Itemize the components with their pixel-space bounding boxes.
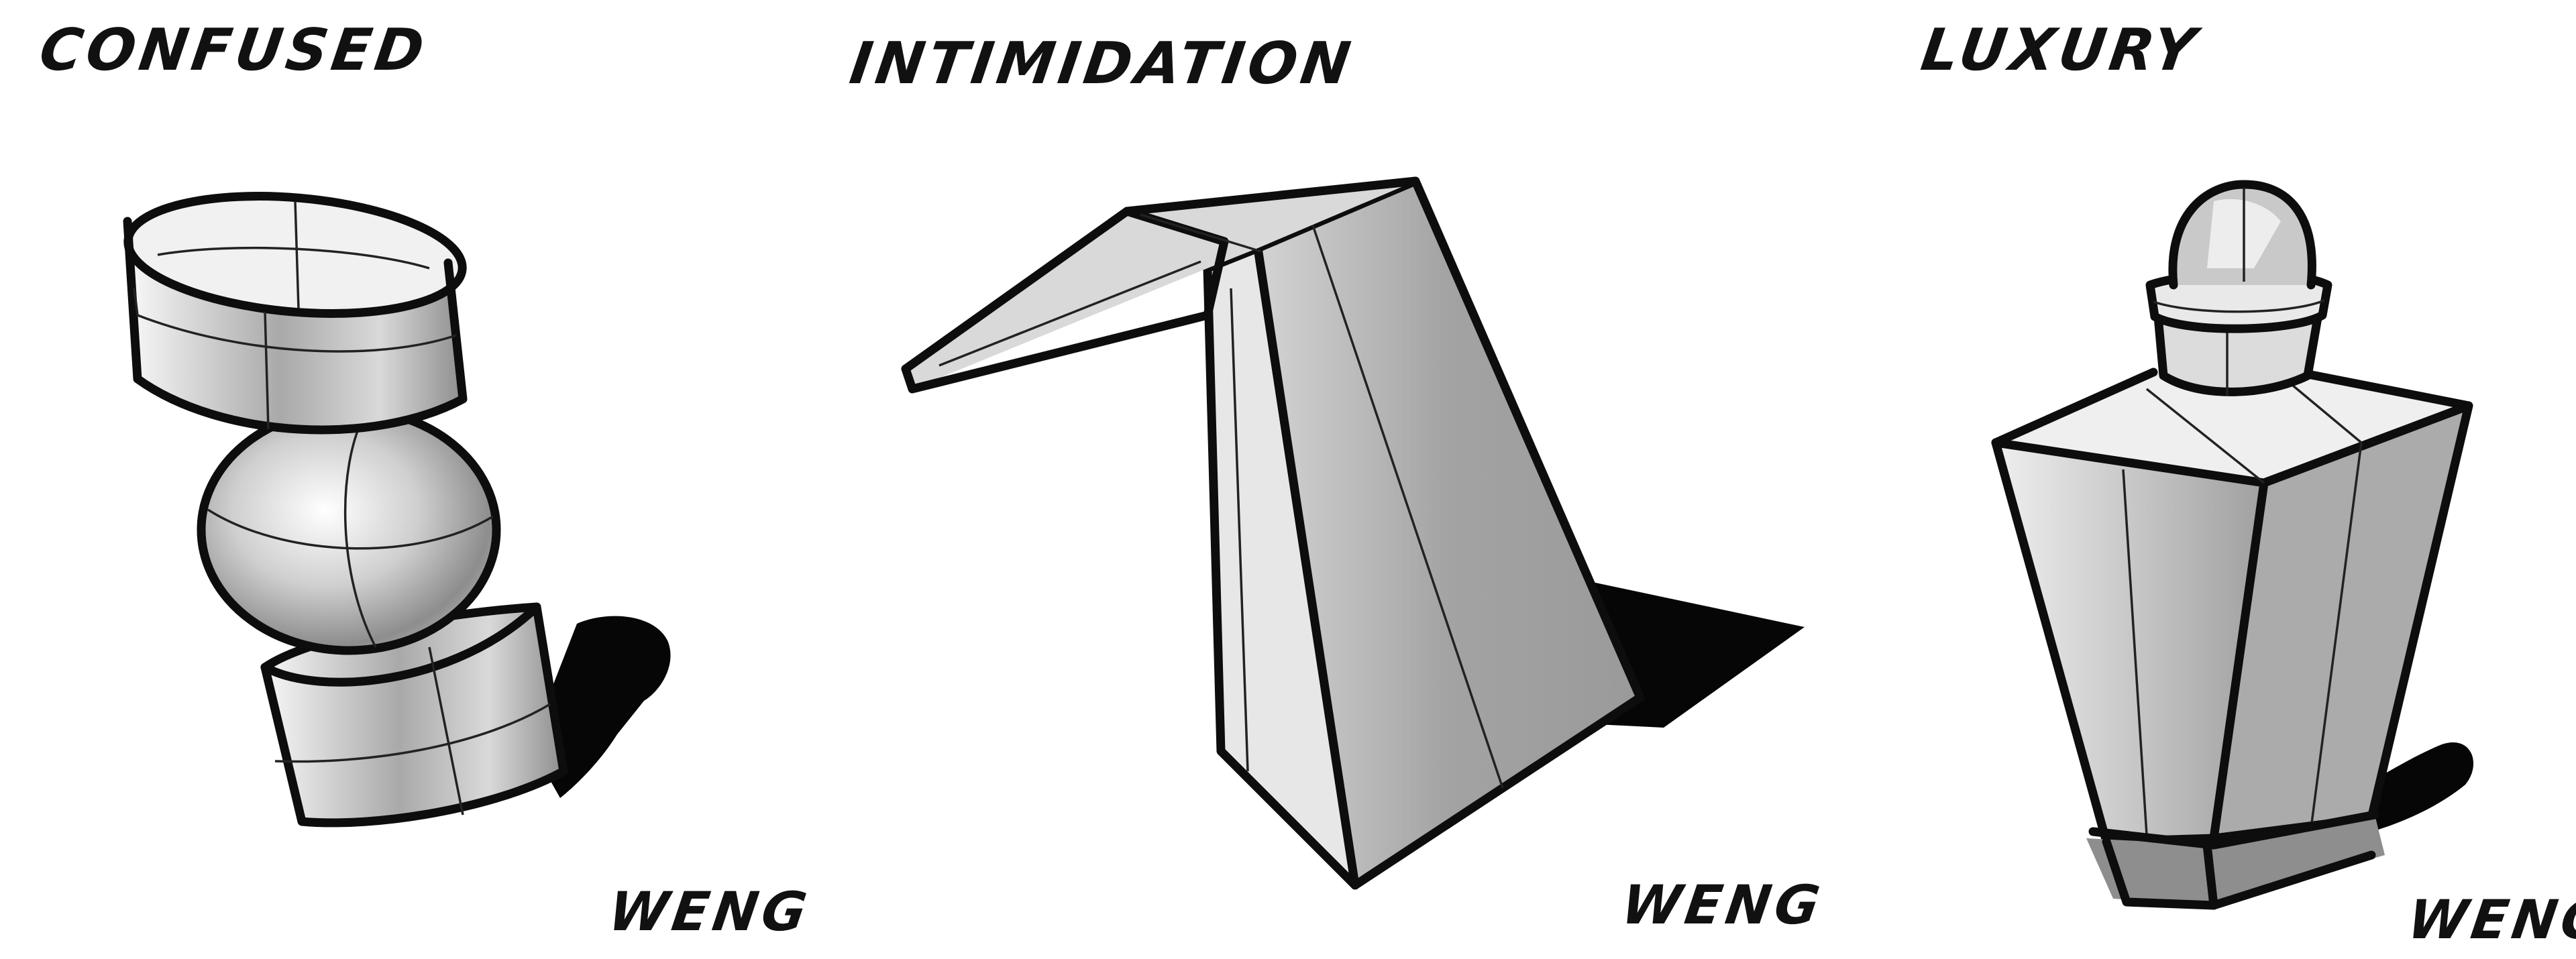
sketch-title-luxury: LUXURY bbox=[1917, 17, 2204, 84]
artist-signature: WENG bbox=[1617, 874, 1828, 936]
perfume-bottle bbox=[1991, 180, 2473, 910]
sketch-title-intimidation: INTIMIDATION bbox=[845, 30, 1358, 97]
sketch-title-confused: CONFUSED bbox=[35, 17, 432, 84]
artist-signature: WENG bbox=[604, 881, 815, 943]
artist-signature: WENG bbox=[2404, 889, 2576, 951]
top-cylinder bbox=[123, 192, 468, 435]
cast-shadow bbox=[530, 616, 671, 798]
middle-sphere bbox=[197, 404, 501, 655]
leaning-prism bbox=[901, 176, 1645, 890]
